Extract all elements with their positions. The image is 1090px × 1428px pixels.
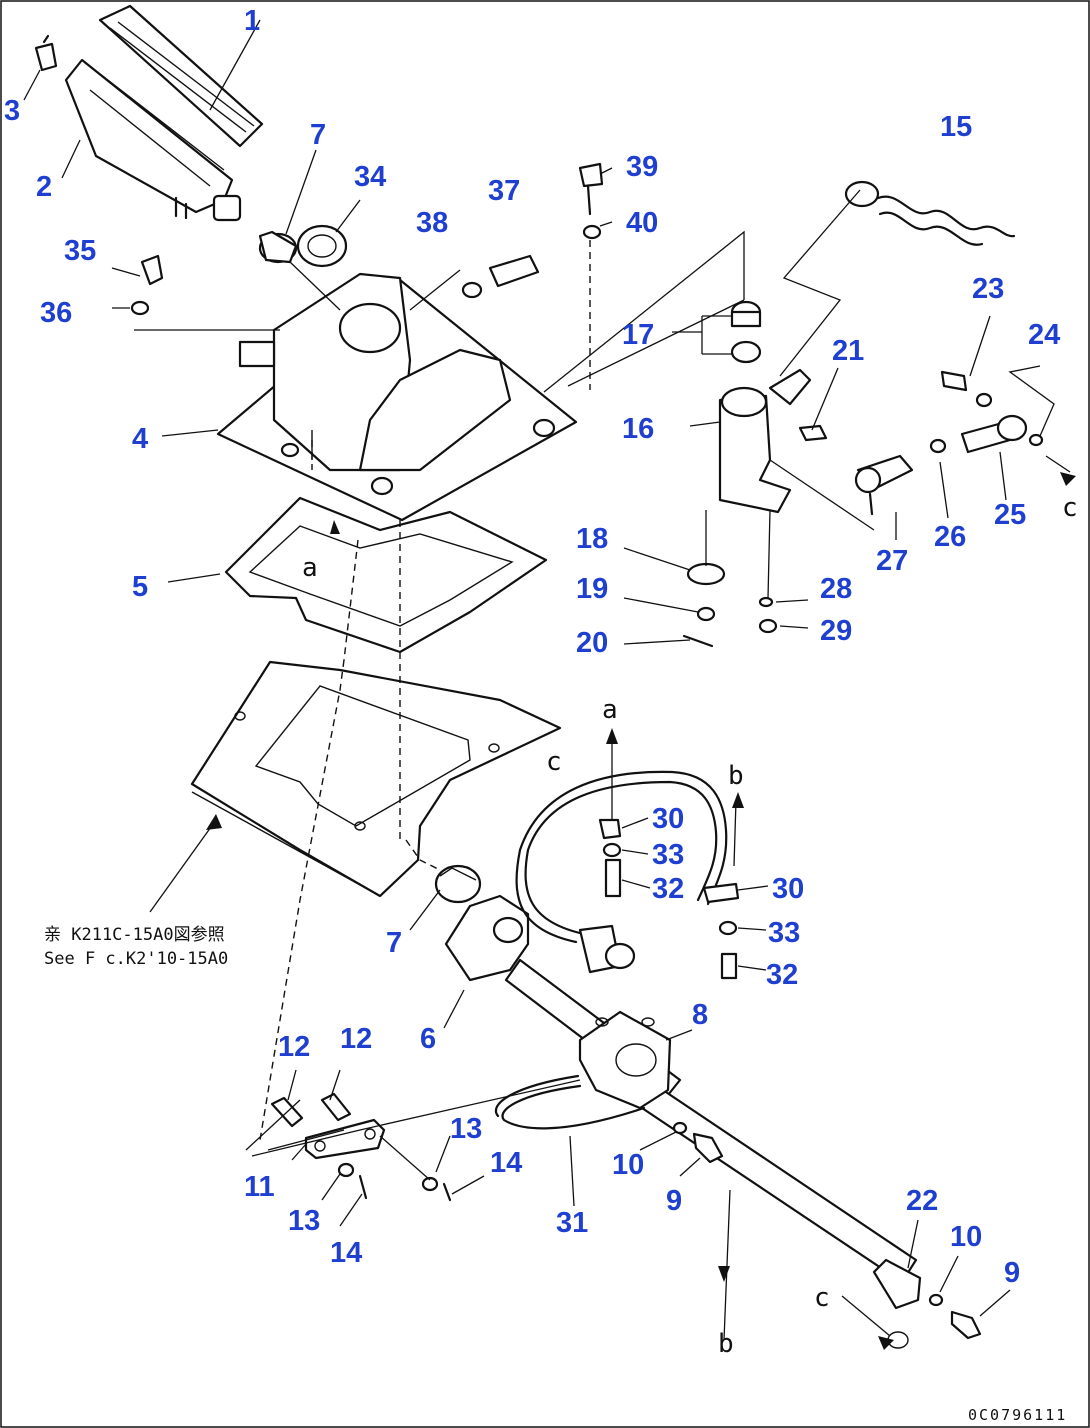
cotter-pins-14: [358, 1174, 452, 1202]
bolt-3: [34, 34, 58, 72]
part-label: 19: [576, 573, 608, 605]
part-label: 13: [450, 1113, 482, 1145]
bracket-8: [578, 1010, 672, 1110]
connector-letter: c: [814, 1283, 830, 1313]
part-label: 18: [576, 523, 608, 555]
part-label: 7: [386, 927, 402, 959]
shaft-tube: [634, 1078, 918, 1284]
part-label: 32: [652, 873, 684, 905]
part-label: 16: [622, 413, 654, 445]
part-label: 10: [950, 1221, 982, 1253]
part-label: 13: [288, 1205, 320, 1237]
part-label: 8: [692, 999, 708, 1031]
reference-note-line2: See F c.K2'10-15A0: [44, 949, 228, 969]
reference-note: 亲 K211C-15A0図参照 See F c.K2'10-15A0: [44, 925, 228, 969]
part-labels: 1 2 3 4 5 6 7 7 8 9 9 10 10 11 12 12 13 …: [4, 5, 1060, 1289]
part-label: 30: [772, 873, 804, 905]
connector-letter: c: [546, 747, 562, 777]
connector-letters: a a b b c c c: [302, 493, 1078, 1359]
floor-plate: [190, 660, 562, 898]
spring-15: [844, 180, 1016, 246]
collars-17: [730, 300, 762, 364]
part-label: 25: [994, 499, 1026, 531]
connector-letter: c: [1062, 493, 1078, 523]
leader-lines: [23, 19, 1071, 1341]
part-label: 6: [420, 1023, 436, 1055]
part-label: 21: [832, 335, 864, 367]
part-label: 24: [1028, 319, 1060, 351]
nuts-28-29: [758, 596, 778, 634]
part-label: 12: [340, 1023, 372, 1055]
part-label: 1: [244, 5, 260, 37]
assembly-dashed-lines: [259, 240, 591, 1141]
part-label: 32: [766, 959, 798, 991]
connector-letter: a: [302, 553, 318, 583]
part-label: 35: [64, 235, 96, 267]
part-label: 33: [652, 839, 684, 871]
part-label: 38: [416, 207, 448, 239]
part-label: 10: [612, 1149, 644, 1181]
part-label: 12: [278, 1031, 310, 1063]
part-label: 27: [876, 545, 908, 577]
part-label: 9: [1004, 1257, 1020, 1289]
part-label: 15: [940, 111, 972, 143]
rod-end-25: [960, 414, 1028, 454]
part-label: 23: [972, 273, 1004, 305]
part-label: 3: [4, 95, 20, 127]
washers-13: [337, 1162, 439, 1192]
bushing-7-lower: [434, 864, 482, 904]
cover-4: [216, 272, 578, 522]
ball-joint-27: [854, 454, 914, 516]
drawing-code: 0C0796111: [968, 1406, 1067, 1424]
lever-16: [718, 368, 828, 514]
part-label: 2: [36, 171, 52, 203]
part-label: 40: [626, 207, 658, 239]
part-label: 30: [652, 803, 684, 835]
bolts-23-26: [929, 370, 1044, 454]
small-bolts-35-36-37-38: [130, 254, 540, 316]
clamps-30-32-33: [598, 818, 740, 980]
part-label: 14: [330, 1237, 362, 1269]
wire-harness: [515, 770, 728, 974]
part-label: 34: [354, 161, 386, 193]
connector-letter: b: [718, 1329, 734, 1359]
pins-12: [270, 1092, 352, 1128]
arrow-heads: [206, 472, 1076, 1350]
part-label: 17: [622, 319, 654, 351]
gasket-5: [224, 496, 548, 654]
connector-letter: b: [728, 761, 744, 791]
part-label: 4: [132, 423, 148, 455]
link-11: [304, 1118, 386, 1160]
connector-letter: a: [602, 695, 618, 725]
part-label: 31: [556, 1207, 588, 1239]
part-label: 9: [666, 1185, 682, 1217]
part-label: 36: [40, 297, 72, 329]
bracket-22: [872, 1258, 922, 1349]
part-label: 29: [820, 615, 852, 647]
bolts-9-10: [672, 1121, 982, 1340]
reference-note-line1: 亲 K211C-15A0図参照: [44, 925, 225, 945]
part-label: 7: [310, 119, 326, 151]
ring-34: [296, 224, 348, 268]
bushing-7-top: [258, 230, 298, 264]
lever-knob: [64, 4, 264, 222]
part-label: 22: [906, 1185, 938, 1217]
part-label: 37: [488, 175, 520, 207]
part-label: 5: [132, 571, 148, 603]
part-label: 11: [244, 1171, 275, 1203]
part-label: 28: [820, 573, 852, 605]
part-label: 14: [490, 1147, 522, 1179]
part-label: 33: [768, 917, 800, 949]
part-label: 39: [626, 151, 658, 183]
part-label: 20: [576, 627, 608, 659]
bolt-39-washer-40: [578, 162, 604, 240]
part-label: 26: [934, 521, 966, 553]
washers-18-19-20: [682, 562, 726, 648]
